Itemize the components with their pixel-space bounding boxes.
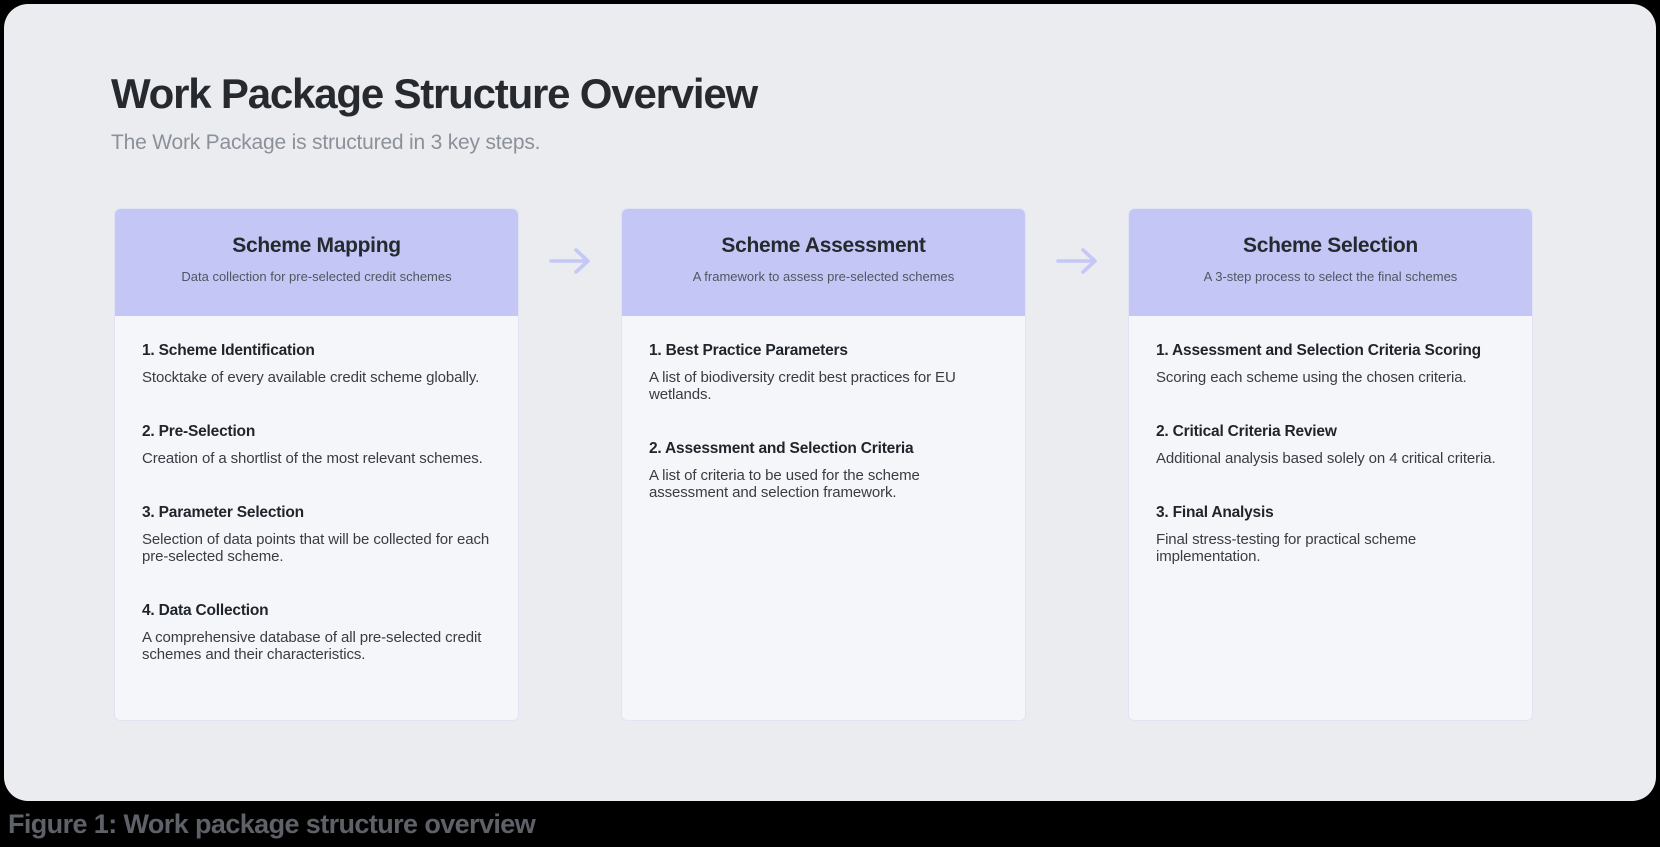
phase-cards-row: Scheme Mapping Data collection for pre-s… — [114, 208, 1534, 721]
arrow-right-icon — [549, 248, 590, 274]
phase-card-scheme-selection: Scheme Selection A 3-step process to sel… — [1128, 208, 1533, 721]
phase-card-header: Scheme Mapping Data collection for pre-s… — [115, 209, 518, 316]
step-item: 2. Pre-Selection Creation of a shortlist… — [142, 423, 492, 467]
figure-caption: Figure 1: Work package structure overvie… — [8, 809, 536, 839]
phase-subtitle: A framework to assess pre-selected schem… — [692, 269, 955, 284]
step-description: Stocktake of every available credit sche… — [142, 369, 480, 386]
step-title: 1. Scheme Identification — [142, 342, 315, 359]
step-title: 2. Pre-Selection — [142, 423, 256, 440]
phase-title: Scheme Assessment — [721, 234, 926, 257]
step-item: 4. Data Collection A comprehensive datab… — [142, 602, 492, 663]
phase-title: Scheme Mapping — [232, 234, 401, 257]
step-title: 2. Assessment and Selection Criteria — [649, 440, 914, 457]
phase-card-header: Scheme Selection A 3-step process to sel… — [1129, 209, 1532, 316]
page-title: Work Package Structure Overview — [111, 70, 758, 117]
phase-card-body: 1. Best Practice Parameters A list of bi… — [622, 316, 1025, 521]
step-title: 1. Best Practice Parameters — [649, 342, 848, 359]
step-item: 2. Critical Criteria Review Additional a… — [1156, 423, 1506, 467]
step-description: A list of criteria to be used for the sc… — [649, 467, 920, 501]
step-description: Creation of a shortlist of the most rele… — [142, 450, 483, 467]
step-item: 1. Assessment and Selection Criteria Sco… — [1156, 342, 1506, 386]
step-description: A comprehensive database of all pre-sele… — [142, 629, 482, 663]
step-item: 1. Scheme Identification Stocktake of ev… — [142, 342, 492, 386]
canvas-panel: Work Package Structure Overview The Work… — [4, 4, 1656, 801]
step-item: 2. Assessment and Selection Criteria A l… — [649, 440, 999, 501]
step-description: Final stress-testing for practical schem… — [1156, 531, 1417, 565]
step-description: A list of biodiversity credit best pract… — [649, 369, 956, 403]
step-description: Scoring each scheme using the chosen cri… — [1156, 369, 1467, 386]
step-title: 4. Data Collection — [142, 602, 269, 619]
arrow-gap — [519, 208, 621, 721]
step-item: 3. Final Analysis Final stress-testing f… — [1156, 504, 1506, 565]
phase-subtitle: A 3-step process to select the final sch… — [1203, 269, 1458, 284]
step-title: 1. Assessment and Selection Criteria Sco… — [1156, 342, 1481, 359]
step-item: 3. Parameter Selection Selection of data… — [142, 504, 492, 565]
step-item: 1. Best Practice Parameters A list of bi… — [649, 342, 999, 403]
step-description: Selection of data points that will be co… — [142, 531, 490, 565]
step-title: 3. Final Analysis — [1156, 504, 1274, 521]
phase-card-scheme-assessment: Scheme Assessment A framework to assess … — [621, 208, 1026, 721]
phase-card-scheme-mapping: Scheme Mapping Data collection for pre-s… — [114, 208, 519, 721]
phase-card-body: 1. Assessment and Selection Criteria Sco… — [1129, 316, 1532, 585]
phase-card-header: Scheme Assessment A framework to assess … — [622, 209, 1025, 316]
step-description: Additional analysis based solely on 4 cr… — [1156, 450, 1496, 467]
page-subtitle: The Work Package is structured in 3 key … — [111, 131, 541, 154]
step-title: 3. Parameter Selection — [142, 504, 304, 521]
phase-card-body: 1. Scheme Identification Stocktake of ev… — [115, 316, 518, 683]
phase-title: Scheme Selection — [1243, 234, 1418, 257]
step-title: 2. Critical Criteria Review — [1156, 423, 1337, 440]
arrow-right-icon — [1056, 248, 1097, 274]
arrow-gap — [1026, 208, 1128, 721]
phase-subtitle: Data collection for pre-selected credit … — [181, 269, 452, 284]
